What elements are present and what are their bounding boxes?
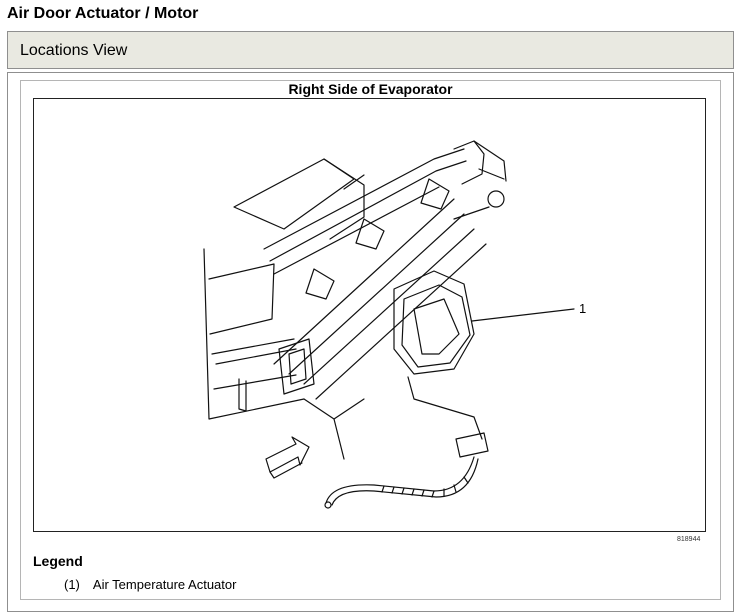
figure-panel	[20, 80, 721, 600]
figure-title: Right Side of Evaporator	[288, 81, 453, 97]
legend-item-number: (1)	[64, 577, 80, 592]
legend-item: (1) Air Temperature Actuator	[64, 577, 236, 592]
legend-heading: Legend	[33, 553, 83, 569]
callout-label: 1	[579, 301, 587, 316]
figure-code: 818944	[677, 536, 701, 543]
page-title: Air Door Actuator / Motor	[7, 5, 199, 22]
section-header-label: Locations View	[20, 42, 128, 59]
legend-item-label: Air Temperature Actuator	[92, 577, 237, 592]
evaporator-illustration	[203, 140, 575, 509]
locations-view-header[interactable]: Locations View	[7, 31, 734, 69]
figure-frame	[33, 98, 706, 532]
